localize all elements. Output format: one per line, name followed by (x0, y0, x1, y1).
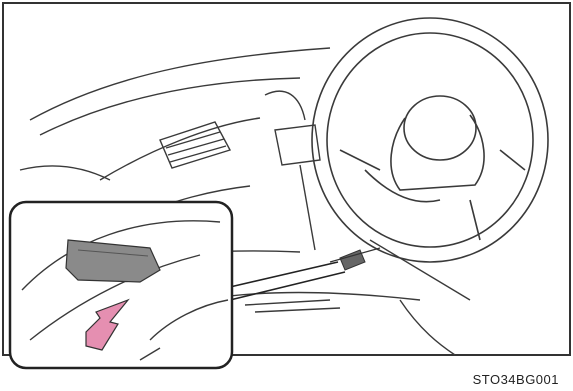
figure-code: STO34BG001 (473, 372, 559, 387)
callout-inset (10, 202, 232, 368)
